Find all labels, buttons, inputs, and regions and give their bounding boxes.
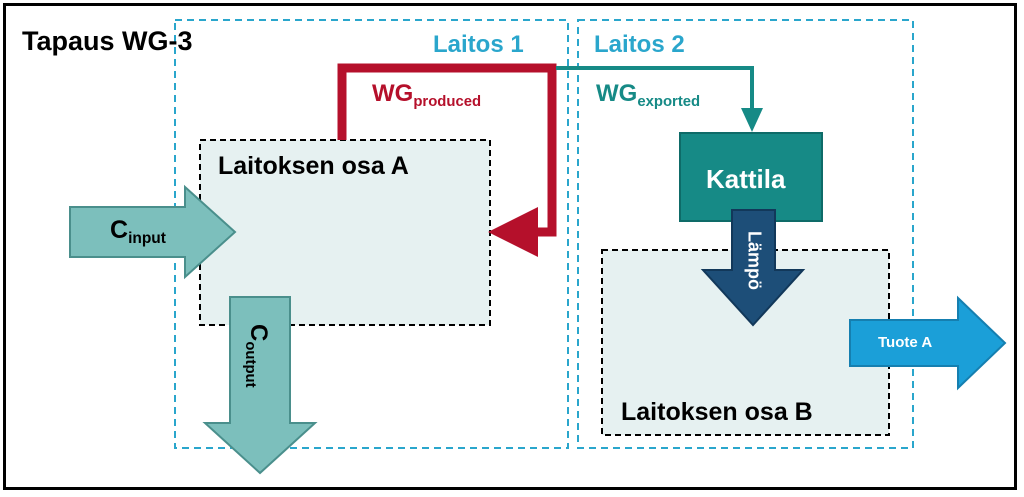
product-a-arrow — [849, 295, 1007, 391]
plant-1-label: Laitos 1 — [433, 31, 524, 58]
c-output-sub: output — [241, 341, 258, 388]
c-input-sub: input — [128, 230, 166, 248]
part-b-label: Laitoksen osa B — [621, 398, 813, 426]
wg-produced-line — [337, 63, 557, 237]
product-a-label: Tuote A — [878, 334, 933, 351]
part-a-box — [199, 139, 491, 326]
plant-2-boundary — [577, 19, 914, 449]
wg-produced-main: WG — [372, 80, 414, 107]
c-output-main: C — [245, 324, 272, 342]
heat-arrow — [700, 209, 806, 327]
c-output-label: Coutput — [241, 324, 272, 444]
wg-produced-sub: produced — [413, 94, 482, 111]
wg-exported-arrowhead — [741, 108, 763, 132]
wg-exported-sub: exported — [637, 94, 701, 111]
diagram-frame — [3, 3, 1017, 490]
boiler-label: Kattila — [706, 164, 786, 194]
heat-label: Lämpö — [744, 230, 765, 290]
c-input-arrow — [69, 184, 237, 280]
plant-2-label: Laitos 2 — [594, 31, 685, 58]
wg-produced-arrowhead — [488, 207, 538, 257]
c-input-label: Cinput — [110, 216, 166, 248]
boiler-box — [679, 132, 823, 222]
c-input-main: C — [110, 216, 129, 244]
wg-exported-label: WGexported — [596, 80, 701, 111]
part-a-label: Laitoksen osa A — [218, 152, 409, 180]
wg-produced-label: WGproduced — [372, 80, 482, 111]
wg-exported-line — [556, 66, 754, 112]
wg-exported-main: WG — [596, 80, 638, 107]
c-output-arrow — [202, 296, 318, 475]
diagram-title: Tapaus WG-3 — [22, 26, 193, 56]
